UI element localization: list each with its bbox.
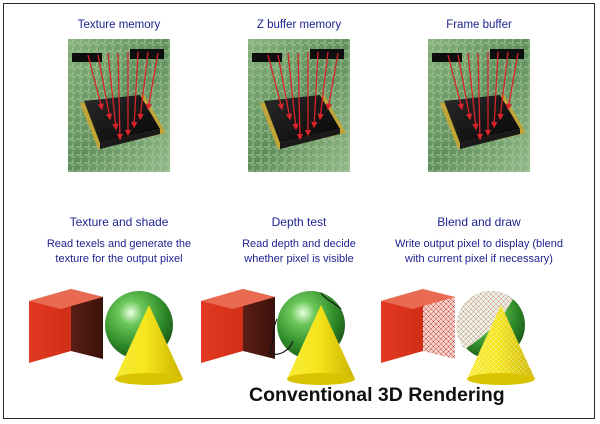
depth-tested-shapes-scene xyxy=(201,289,355,385)
diagram-frame: Texture memory Texture and shade Read t xyxy=(3,3,595,419)
step-title: Texture and shade xyxy=(69,215,169,229)
cube-shape xyxy=(381,289,455,363)
step-title: Depth test xyxy=(271,215,327,229)
memory-label: Z buffer memory xyxy=(256,19,342,31)
textured-shapes-scene xyxy=(29,289,183,385)
step-description-line: texture for the output pixel xyxy=(55,253,183,265)
step-title: Blend and draw xyxy=(437,215,521,229)
cube-shape xyxy=(29,289,103,363)
pipeline-column-blend: Frame buffer Blend and draw Write outpu xyxy=(381,4,577,418)
cpu-chip-memory-access-icon xyxy=(248,39,350,172)
cone-shape xyxy=(467,305,535,385)
depth-edge-line xyxy=(268,318,294,355)
pipeline-column-texture: Texture memory Texture and shade Read t xyxy=(21,4,217,418)
memory-label: Frame buffer xyxy=(446,19,512,31)
cone-shape xyxy=(115,305,183,385)
pipeline-column-depth: Z buffer memory Depth test Read depth a xyxy=(201,4,397,418)
step-description: Read depth and decide whether pixel is v… xyxy=(201,237,397,267)
cube-shape xyxy=(201,289,275,363)
cone-shape xyxy=(287,305,355,385)
memory-label: Texture memory xyxy=(77,19,161,31)
step-description-line: Read depth and decide xyxy=(242,238,356,250)
step-description-line: with current pixel if necessary) xyxy=(405,253,553,265)
cpu-chip-memory-access-icon xyxy=(428,39,530,172)
step-description-line: Read texels and generate the xyxy=(46,238,192,250)
step-description: Write output pixel to display (blend wit… xyxy=(381,237,577,267)
step-description: Read texels and generate the texture for… xyxy=(21,237,217,267)
blended-wireframe-shapes-scene xyxy=(381,289,535,385)
diagram-title: Conventional 3D Rendering xyxy=(249,384,505,406)
step-description-line: whether pixel is visible xyxy=(244,253,354,265)
step-description-line: Write output pixel to display (blend xyxy=(395,238,563,250)
depth-edge-line xyxy=(320,292,342,310)
cpu-chip-memory-access-icon xyxy=(68,39,170,172)
